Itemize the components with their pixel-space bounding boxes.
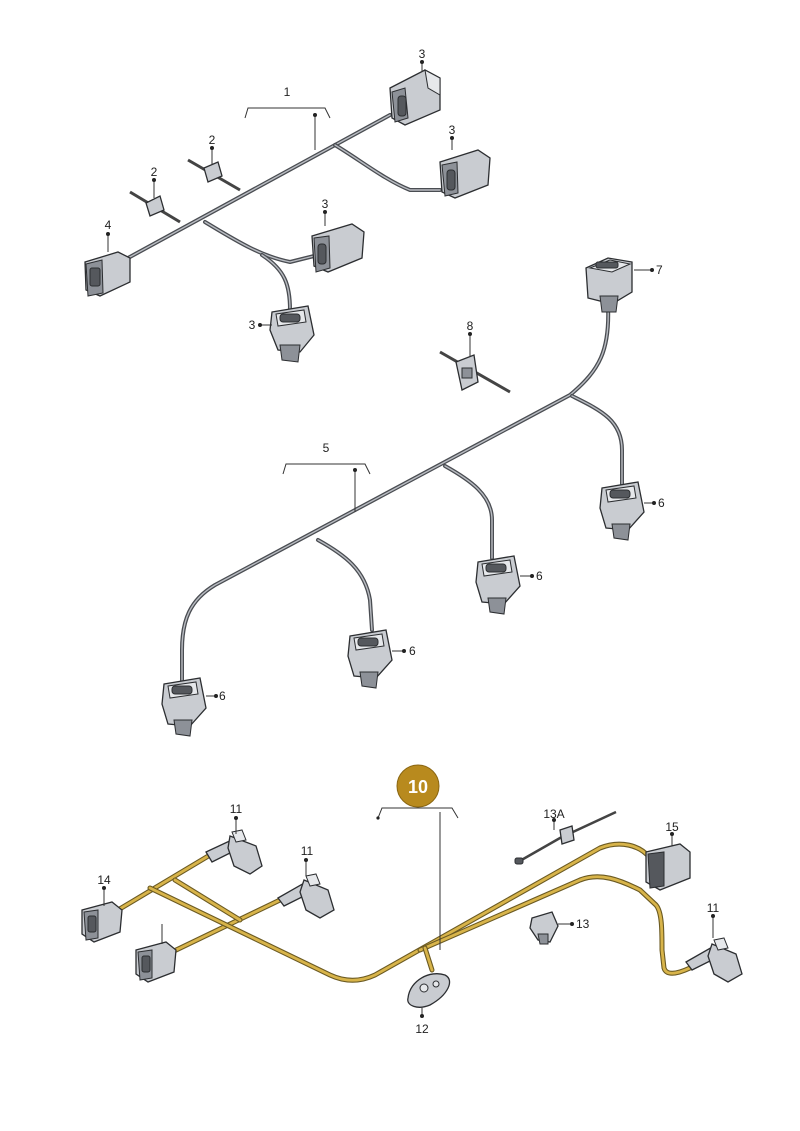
label-14: 14 xyxy=(97,873,111,887)
label-11-right: 11 xyxy=(707,901,720,915)
label-2-upper: 2 xyxy=(209,133,216,147)
cable-tie-2-upper xyxy=(187,158,241,192)
label-3-right: 3 xyxy=(449,123,456,137)
label-12: 12 xyxy=(415,1022,429,1036)
label-3-bottom: 3 xyxy=(249,318,256,332)
wiring-harness-1 xyxy=(126,113,442,312)
connector-6-midright xyxy=(475,555,521,615)
connector-4 xyxy=(84,251,131,297)
label-5: 5 xyxy=(323,441,330,455)
label-13a: 13A xyxy=(543,807,564,821)
wiring-harness-10 xyxy=(115,841,693,983)
label-13: 13 xyxy=(576,917,590,931)
label-6-left: 6 xyxy=(219,689,226,703)
label-3-top: 3 xyxy=(419,47,426,61)
connector-7 xyxy=(585,257,633,313)
connector-14-second xyxy=(135,941,177,983)
label-6-right: 6 xyxy=(658,496,665,510)
wiring-harness-5 xyxy=(180,303,624,682)
sensor-11-middle xyxy=(277,873,335,919)
label-11-middle: 11 xyxy=(301,844,314,858)
connector-6-right xyxy=(599,481,645,541)
label-15: 15 xyxy=(665,820,679,834)
grommet-12 xyxy=(407,973,451,1008)
sensor-11-right xyxy=(685,937,743,983)
label-2-lower: 2 xyxy=(151,165,158,179)
connector-3-right xyxy=(439,149,491,199)
clip-13 xyxy=(529,911,559,945)
cable-tie-2-lower xyxy=(129,190,181,224)
cable-tie-13a xyxy=(514,810,617,865)
connector-3-bottom xyxy=(269,305,315,363)
label-7: 7 xyxy=(656,263,663,277)
label-6-midright: 6 xyxy=(536,569,543,583)
connector-3-top xyxy=(389,69,441,126)
connector-15 xyxy=(645,843,691,891)
label-6-middle: 6 xyxy=(409,644,416,658)
connector-6-left xyxy=(161,677,207,737)
badge-10: 10 xyxy=(396,764,440,808)
label-3-middle: 3 xyxy=(322,197,329,211)
label-4: 4 xyxy=(105,218,112,232)
cable-tie-8 xyxy=(439,350,511,394)
connector-3-middle xyxy=(311,223,365,273)
sensor-11-left xyxy=(205,829,263,875)
connector-14 xyxy=(81,901,123,943)
label-8: 8 xyxy=(467,319,474,333)
label-1: 1 xyxy=(284,85,291,99)
badge-10-text: 10 xyxy=(408,777,428,797)
label-11-left: 11 xyxy=(230,802,243,816)
connector-6-middle xyxy=(347,629,393,689)
